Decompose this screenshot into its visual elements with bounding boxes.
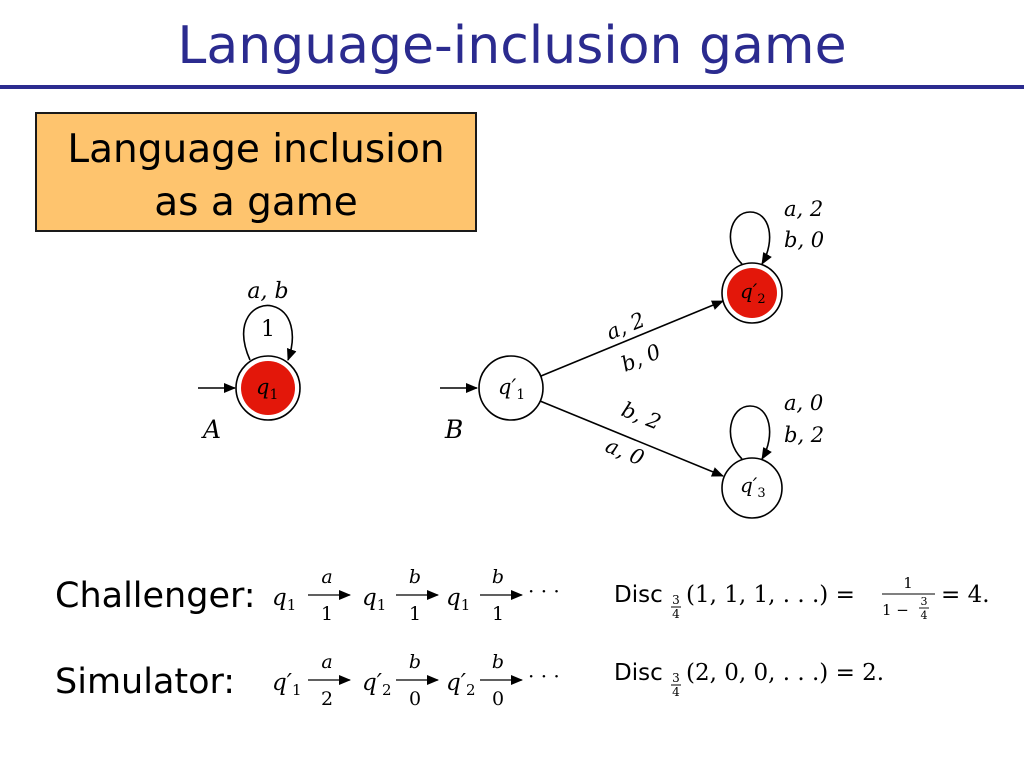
- edge-q1-q2: [540, 300, 724, 377]
- simulator-disc-den: 4: [672, 685, 680, 699]
- state-q1-prime-label: q′1: [498, 375, 525, 403]
- state-q1-label: q1: [256, 375, 278, 403]
- loop-q2-label-1: a, 2: [784, 197, 823, 221]
- challenger-frac-den-prefix: 1 −: [882, 601, 909, 619]
- state-q2-prime-accepting-fill: [727, 268, 777, 318]
- challenger-state-1: q1: [272, 585, 296, 614]
- challenger-weight-2: 1: [409, 603, 421, 625]
- challenger-run: q1 a 1 q1 b 1 q1 b 1 · · · Disc 3 4 (1, …: [272, 566, 990, 625]
- challenger-disc-num: 3: [672, 593, 680, 607]
- loop-q3-label-2: b, 2: [784, 423, 824, 447]
- loop-q2-label-2: b, 0: [784, 228, 824, 252]
- challenger-letter-1: a: [321, 566, 332, 588]
- challenger-disc: Disc: [614, 582, 663, 608]
- simulator-letter-2: b: [409, 651, 421, 673]
- challenger-letter-3: b: [492, 566, 504, 588]
- loop-weight-q1: 1: [261, 317, 275, 342]
- simulator-letter-1: a: [321, 651, 332, 673]
- automaton-b: q′1 B q′2 q′3 a, 2 b, 0 b, 2 a, 0 a, 2 b…: [440, 197, 824, 519]
- self-loop-q1: [242, 304, 297, 361]
- state-q1-accepting-fill: [241, 361, 295, 415]
- automaton-a: q1 a, b 1 A: [198, 279, 301, 444]
- challenger-ellipsis: · · ·: [528, 579, 560, 603]
- self-loop-q3: [729, 405, 772, 460]
- automaton-a-name: A: [201, 415, 221, 444]
- slide-title: Language-inclusion game: [177, 16, 847, 76]
- edge-q1-q2-label-top: a, 2: [603, 308, 648, 345]
- edge-q1-q3-label-bottom: a, 0: [602, 433, 647, 470]
- challenger-frac-inner-num: 3: [921, 595, 928, 608]
- callout-line-2: as a game: [154, 180, 358, 225]
- state-q2-prime-label: q′2: [740, 279, 766, 307]
- loop-label-q1: a, b: [247, 279, 288, 304]
- callout-box: Language inclusion as a game: [35, 112, 477, 232]
- simulator-disc: Disc: [614, 660, 663, 686]
- callout-line-1: Language inclusion: [67, 127, 445, 172]
- state-q3-prime: [721, 457, 783, 519]
- edge-q1-q3: [539, 400, 724, 477]
- challenger-frac-num: 1: [903, 574, 913, 592]
- challenger-label: Challenger:: [55, 576, 256, 616]
- simulator-weight-2: 0: [409, 688, 421, 710]
- challenger-weight-3: 1: [492, 603, 504, 625]
- edge-q1-q2-label-bottom: b, 0: [618, 339, 664, 376]
- simulator-state-2: q′2: [362, 670, 392, 699]
- title-underline: [0, 85, 1024, 89]
- challenger-letter-2: b: [409, 566, 421, 588]
- state-q3-prime-label: q′3: [740, 473, 766, 501]
- simulator-run: q′1 a 2 q′2 b 0 q′2 b 0 · · · Disc 3 4 (…: [272, 651, 884, 710]
- state-q1-prime: [478, 355, 544, 421]
- simulator-ellipsis: · · ·: [528, 664, 560, 688]
- challenger-weight-1: 1: [321, 603, 333, 625]
- simulator-disc-num: 3: [672, 671, 680, 685]
- challenger-args: (1, 1, 1, . . .) =: [686, 582, 855, 608]
- simulator-state-3: q′2: [446, 670, 476, 699]
- challenger-state-3: q1: [446, 585, 470, 614]
- simulator-weight-1: 2: [321, 688, 333, 710]
- challenger-frac-inner-den: 4: [921, 609, 928, 622]
- loop-q3-label-1: a, 0: [784, 391, 823, 415]
- challenger-disc-den: 4: [672, 607, 680, 621]
- challenger-state-2: q1: [362, 585, 386, 614]
- simulator-state-1: q′1: [272, 670, 302, 699]
- edge-q1-q3-label-top: b, 2: [618, 397, 664, 434]
- simulator-weight-3: 0: [492, 688, 504, 710]
- simulator-letter-3: b: [492, 651, 504, 673]
- self-loop-q2: [729, 211, 772, 265]
- simulator-args: (2, 0, 0, . . .) = 2.: [686, 660, 884, 686]
- automaton-b-name: B: [444, 415, 463, 444]
- simulator-label: Simulator:: [55, 662, 236, 702]
- challenger-result: = 4.: [941, 582, 990, 608]
